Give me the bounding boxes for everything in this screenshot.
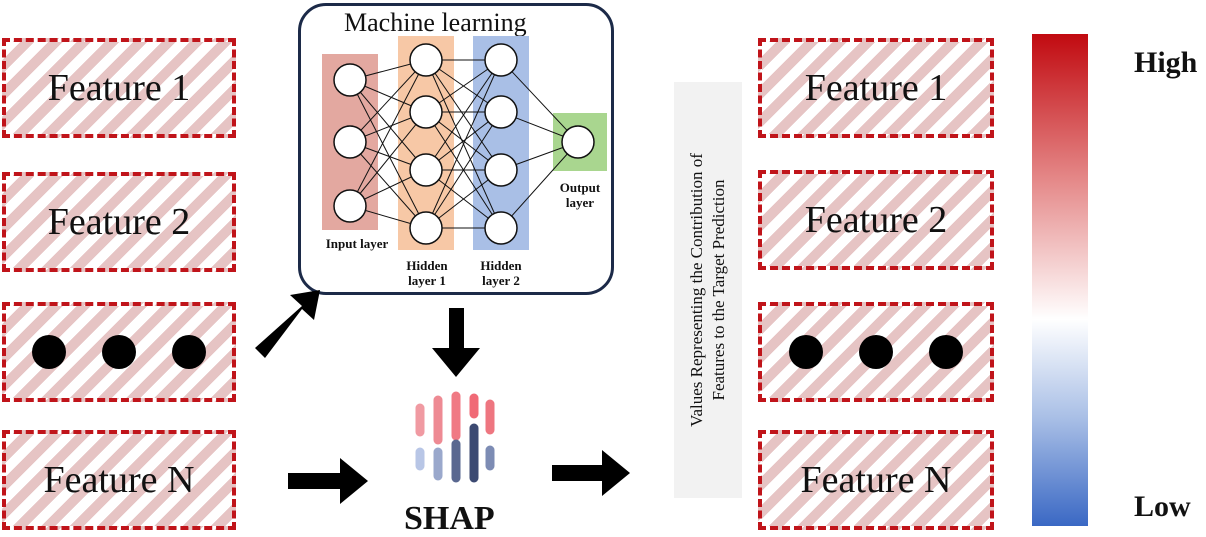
arrow-to-model bbox=[255, 290, 320, 358]
network-connections bbox=[349, 59, 579, 229]
hidden-layer-2-label-line1: Hidden bbox=[480, 258, 522, 273]
network-edge bbox=[425, 59, 502, 171]
network-edge bbox=[349, 59, 427, 143]
network-node bbox=[333, 125, 367, 159]
contribution-text-panel: Values Representing the Contribution of … bbox=[674, 82, 742, 498]
dot bbox=[929, 335, 963, 369]
network-node bbox=[409, 43, 443, 77]
colorbar-high-label: High bbox=[1134, 46, 1198, 79]
output-layer-label-line1: Output bbox=[559, 180, 601, 195]
network-node bbox=[409, 95, 443, 129]
network-node bbox=[484, 43, 518, 77]
hidden-layer-2-label: Hidden layer 2 bbox=[468, 258, 534, 288]
dot bbox=[859, 335, 893, 369]
network-edge bbox=[349, 79, 427, 171]
contribution-text-line2: Features to the Target Prediction bbox=[709, 179, 728, 401]
left-feature-n-box: Feature N bbox=[2, 430, 236, 530]
colorbar-low-label: Low bbox=[1134, 490, 1191, 523]
network-node bbox=[484, 211, 518, 245]
network-node bbox=[333, 189, 367, 223]
network-edge bbox=[500, 59, 579, 143]
right-feature-2-box: Feature 2 bbox=[758, 170, 994, 270]
left-feature-1-box: Feature 1 bbox=[2, 38, 236, 138]
left-feature-2-label: Feature 2 bbox=[47, 201, 191, 243]
network-node bbox=[409, 153, 443, 187]
network-edge bbox=[349, 141, 427, 229]
network-node bbox=[484, 95, 518, 129]
dot bbox=[32, 335, 66, 369]
network-node bbox=[561, 125, 595, 159]
ellipsis-dots bbox=[789, 335, 963, 369]
network-edge bbox=[349, 59, 427, 207]
right-feature-n-label: Feature N bbox=[800, 459, 952, 501]
arrow-shap-to-values bbox=[552, 450, 630, 496]
network-edge bbox=[500, 141, 579, 229]
dot bbox=[102, 335, 136, 369]
left-feature-1-label: Feature 1 bbox=[47, 67, 191, 109]
ellipsis-dots bbox=[32, 335, 206, 369]
dot bbox=[789, 335, 823, 369]
network-node bbox=[333, 63, 367, 97]
left-feature-2-box: Feature 2 bbox=[2, 172, 236, 272]
left-ellipsis-box bbox=[2, 302, 236, 402]
network-edge bbox=[425, 111, 502, 229]
network-edge bbox=[349, 111, 427, 207]
hidden-layer-2-label-line2: layer 2 bbox=[482, 273, 520, 288]
output-layer-label-line2: layer bbox=[565, 195, 595, 210]
contribution-text: Values Representing the Contribution of … bbox=[686, 90, 730, 490]
right-feature-1-box: Feature 1 bbox=[758, 38, 994, 138]
hidden-layer-1-label-line2: layer 1 bbox=[408, 273, 446, 288]
right-ellipsis-box bbox=[758, 302, 994, 402]
network-edge bbox=[349, 79, 427, 229]
hidden-layer-1-label: Hidden layer 1 bbox=[394, 258, 460, 288]
network-edge bbox=[425, 59, 502, 229]
shap-label: SHAP bbox=[404, 500, 495, 537]
network-node bbox=[484, 153, 518, 187]
network-nodes bbox=[333, 43, 595, 245]
right-feature-n-box: Feature N bbox=[758, 430, 994, 530]
contribution-colorbar bbox=[1032, 34, 1088, 526]
machine-learning-title: Machine learning bbox=[344, 8, 527, 37]
arrow-model-to-shap bbox=[432, 308, 480, 377]
output-layer-label: Output layer bbox=[545, 180, 615, 210]
network-node bbox=[409, 211, 443, 245]
right-feature-2-label: Feature 2 bbox=[804, 199, 948, 241]
dot bbox=[172, 335, 206, 369]
hidden-layer-1-label-line1: Hidden bbox=[406, 258, 448, 273]
input-layer-label: Input layer bbox=[325, 236, 389, 251]
left-feature-n-label: Feature N bbox=[43, 459, 195, 501]
contribution-text-line1: Values Representing the Contribution of bbox=[687, 153, 706, 427]
right-feature-1-label: Feature 1 bbox=[804, 67, 948, 109]
shap-logo-icon bbox=[415, 391, 495, 483]
arrow-feature-n-to-shap bbox=[288, 458, 368, 504]
